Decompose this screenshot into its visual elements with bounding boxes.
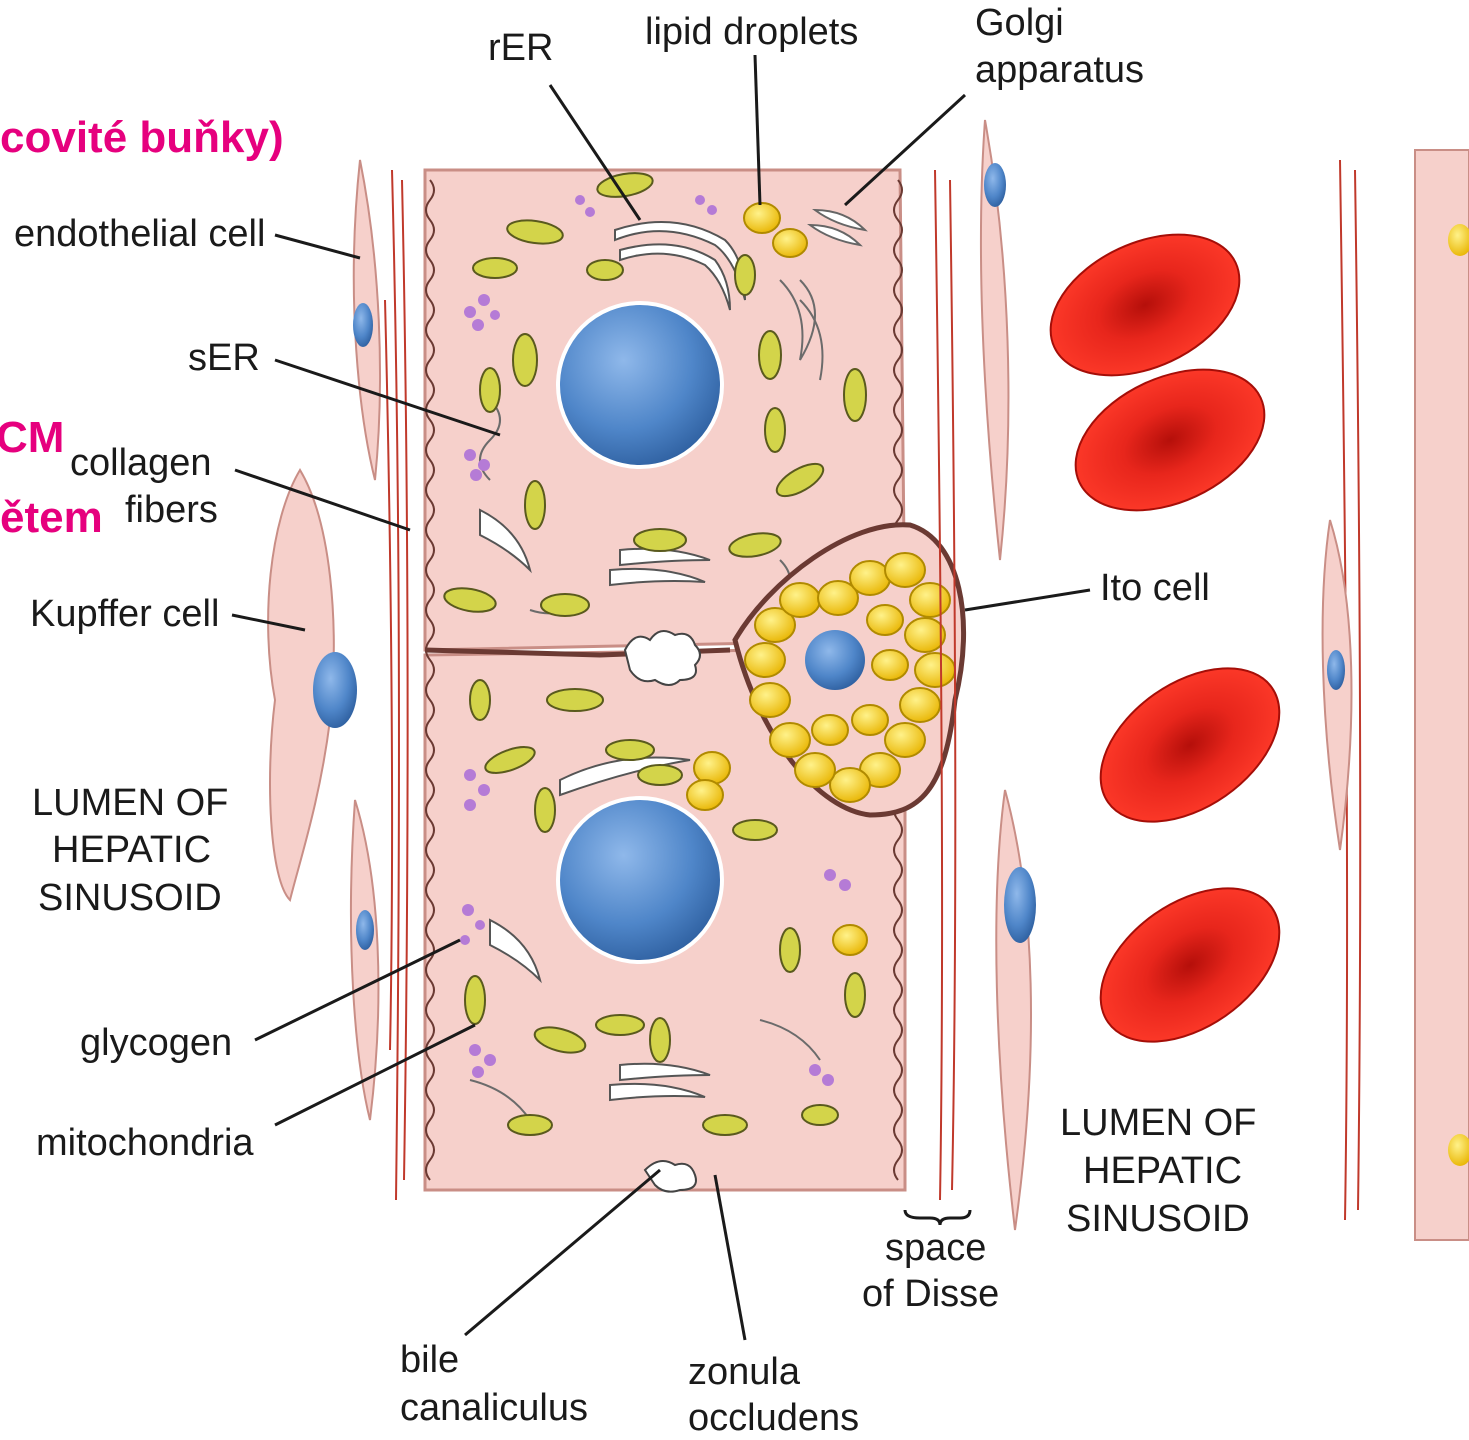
hepatocyte-nucleus-lower: [558, 798, 722, 962]
label-golgi-1: Golgi: [975, 2, 1064, 44]
label-space-of-disse-1: space: [885, 1227, 986, 1269]
label-lumen-right-3: SINUSOID: [1066, 1198, 1250, 1240]
overlay-text-line3: ětem: [0, 493, 103, 542]
label-bile-2: canaliculus: [400, 1387, 588, 1429]
label-glycogen: glycogen: [80, 1022, 232, 1064]
label-endothelial-cell: endothelial cell: [14, 213, 265, 255]
label-ser: sER: [188, 337, 260, 379]
overlay-text-line2: CM: [0, 413, 64, 462]
label-lumen-right-1: LUMEN OF: [1060, 1102, 1256, 1144]
label-lipid-droplets: lipid droplets: [645, 11, 858, 53]
hepatocyte-nucleus-upper: [558, 303, 722, 467]
overlay-text-line1: covité buňky): [0, 113, 284, 162]
label-space-of-disse-2: of Disse: [862, 1273, 999, 1315]
endothelial-nucleus-far-right: [1327, 650, 1345, 690]
label-collagen-1: collagen: [70, 442, 212, 484]
ito-cell-nucleus: [805, 630, 865, 690]
label-rer: rER: [488, 27, 553, 69]
label-mitochondria: mitochondria: [36, 1122, 254, 1164]
endothelial-cell-right-lower: [996, 790, 1031, 1230]
label-lumen-left-1: LUMEN OF: [32, 782, 228, 824]
kupffer-nucleus: [313, 652, 357, 728]
endothelial-nucleus-left-lower: [356, 910, 374, 950]
label-zonula-2: occludens: [688, 1397, 859, 1439]
label-bile-1: bile: [400, 1339, 459, 1381]
endothelial-nucleus-right: [984, 163, 1006, 207]
label-kupffer-cell: Kupffer cell: [30, 593, 219, 635]
label-collagen-2: fibers: [125, 489, 218, 531]
label-golgi-2: apparatus: [975, 49, 1144, 91]
label-zonula-1: zonula: [688, 1351, 801, 1393]
label-ito-cell: Ito cell: [1100, 567, 1210, 609]
label-lumen-left-2: HEPATIC: [52, 829, 211, 871]
hepatocyte-right-edge: [1415, 150, 1469, 1240]
label-lumen-right-2: HEPATIC: [1083, 1150, 1242, 1192]
label-lumen-left-3: SINUSOID: [38, 877, 222, 919]
endothelial-nucleus-left: [353, 303, 373, 347]
endothelial-nucleus-right-lower: [1004, 867, 1036, 943]
red-blood-cells: [1028, 207, 1307, 1074]
